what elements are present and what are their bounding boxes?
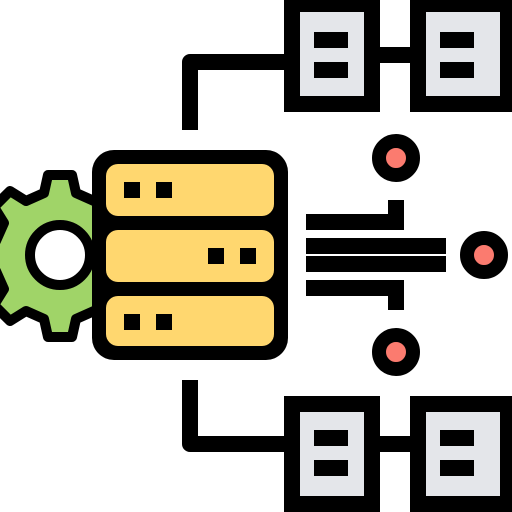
node-top: [372, 134, 420, 182]
server-light: [208, 248, 224, 264]
server-light: [156, 182, 172, 198]
node-bottom: [372, 328, 420, 376]
server-light: [240, 248, 256, 264]
server-stack: [92, 150, 288, 360]
server-indicators: [124, 182, 256, 330]
server-unit-bottom: [106, 296, 274, 346]
server-light: [124, 314, 140, 330]
node-right: [460, 231, 508, 279]
panel-bottom-right: [410, 396, 512, 512]
panel-top-left: [284, 0, 380, 112]
data-line-lower: [306, 280, 404, 310]
gear-hole: [25, 220, 95, 290]
server-unit-top: [106, 164, 274, 216]
server-light: [156, 314, 172, 330]
server-light: [124, 182, 140, 198]
panel-top-right: [410, 0, 512, 112]
network-panels: [284, 0, 512, 512]
data-lines: [306, 200, 446, 310]
bottom-wire: [182, 380, 290, 452]
server-unit-middle: [106, 230, 274, 282]
panel-bottom-left: [284, 396, 380, 512]
node-dots: [372, 134, 508, 376]
data-line-upper: [306, 200, 404, 230]
top-wire: [182, 54, 290, 130]
